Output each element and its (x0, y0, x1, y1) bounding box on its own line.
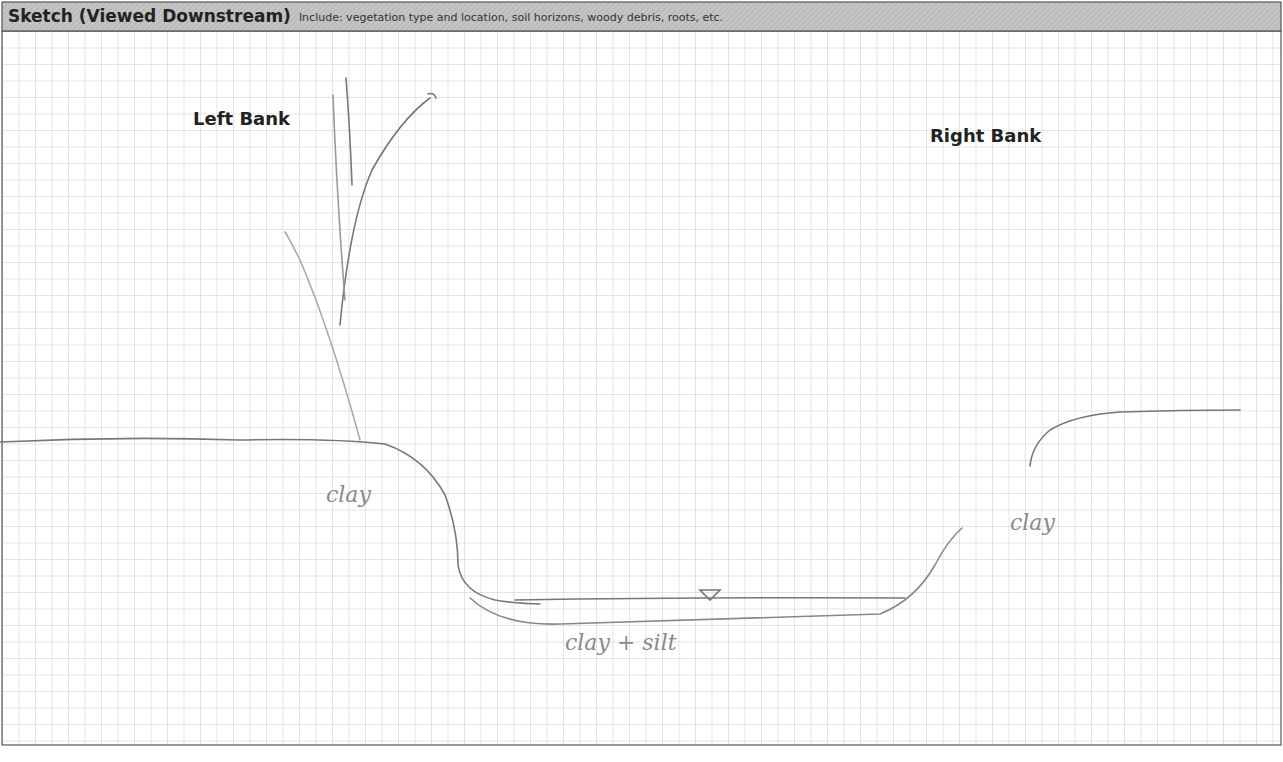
right-bank-top (1030, 410, 1240, 466)
soil-note: clay + silt (565, 630, 677, 655)
channel-bed (470, 528, 962, 624)
vegetation-stroke (285, 232, 360, 440)
form-heading: Sketch (Viewed Downstream) (8, 6, 291, 26)
bank-label: Right Bank (930, 125, 1041, 146)
soil-note: clay (1010, 510, 1055, 535)
vegetation-stroke (340, 98, 430, 325)
bank-label: Left Bank (193, 108, 290, 129)
header-band (2, 2, 1281, 31)
sketch-lines (0, 78, 1240, 624)
vegetation-stroke (333, 95, 345, 300)
vegetation-stroke (428, 94, 436, 99)
grid-area (2, 31, 1281, 745)
water-level-symbol (700, 590, 720, 600)
soil-note: clay (326, 482, 371, 507)
vegetation-stroke (346, 78, 352, 185)
ground-line (0, 438, 540, 604)
form-instructions: Include: vegetation type and location, s… (299, 11, 723, 24)
